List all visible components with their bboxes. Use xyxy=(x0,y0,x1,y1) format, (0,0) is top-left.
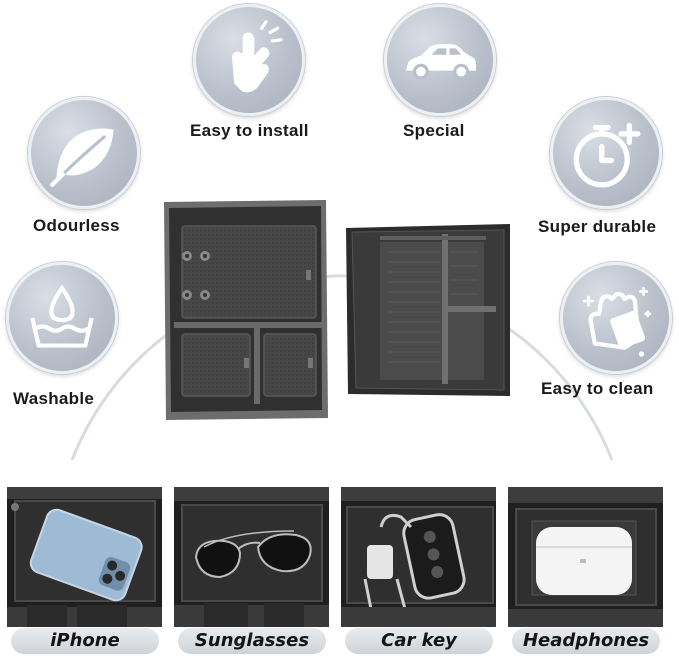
use-case-label: Headphones xyxy=(512,628,660,654)
organizer-tray-top-view xyxy=(160,198,330,422)
car-icon xyxy=(384,4,496,116)
feature-label: Super durable xyxy=(538,217,657,236)
water-drop-basin-icon xyxy=(6,262,118,374)
feature-label: Special xyxy=(403,121,465,140)
use-case-car-key: Car key xyxy=(341,487,496,665)
iphone-photo xyxy=(7,487,162,627)
feature-label: Washable xyxy=(13,389,95,408)
headphones-photo xyxy=(508,487,663,627)
organizer-tray-angled-view xyxy=(344,222,512,398)
feature-label: Easy to install xyxy=(190,121,309,140)
use-case-sunglasses: Sunglasses xyxy=(174,487,329,665)
hand-snap-icon xyxy=(193,4,305,116)
feature-label: Odourless xyxy=(33,216,120,235)
feature-label: Easy to clean xyxy=(541,379,654,398)
stopwatch-plus-icon xyxy=(550,97,662,209)
sunglasses-photo xyxy=(174,487,329,627)
wiping-hand-icon xyxy=(560,262,672,374)
use-case-label: Car key xyxy=(345,628,493,654)
car-key-photo xyxy=(341,487,496,627)
leaf-icon xyxy=(28,97,140,209)
use-case-label: Sunglasses xyxy=(178,628,326,654)
use-case-headphones: Headphones xyxy=(508,487,663,665)
use-case-iphone: iPhone xyxy=(7,487,162,665)
use-case-label: iPhone xyxy=(11,628,159,654)
